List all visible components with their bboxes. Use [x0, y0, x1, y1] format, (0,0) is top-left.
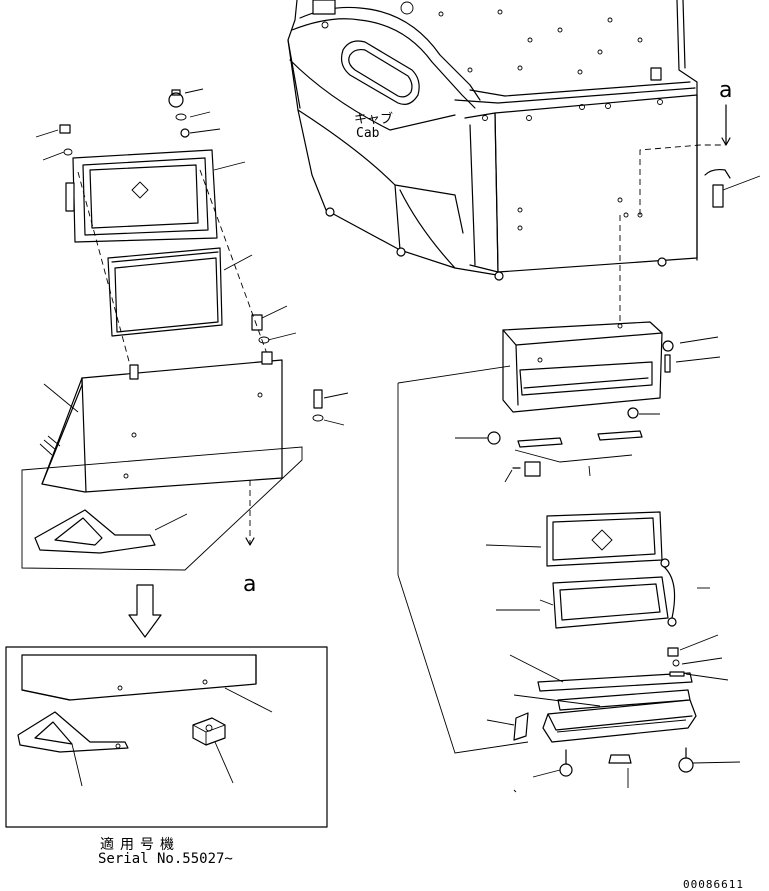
left-frame: [65, 149, 218, 243]
left-bracket: [34, 509, 156, 554]
ref-marker-top: a: [719, 78, 733, 103]
left-filter: [107, 247, 223, 337]
right-housing: [502, 321, 663, 413]
right-filter: [546, 511, 663, 567]
inset-box: [5, 646, 328, 828]
drawing-number: 00086611: [683, 878, 744, 891]
serial-label-jp: 適用号機: [100, 837, 180, 853]
cab-label-en: Cab: [356, 126, 380, 141]
ref-marker-bottom: a: [243, 572, 257, 597]
right-tray: [542, 699, 697, 743]
cab-body: [287, 0, 761, 281]
left-housing: [39, 351, 283, 493]
serial-label-en: Serial No.55027~: [98, 851, 233, 867]
right-frame: [539, 576, 669, 629]
cab-label-jp: キャブ: [354, 112, 394, 127]
